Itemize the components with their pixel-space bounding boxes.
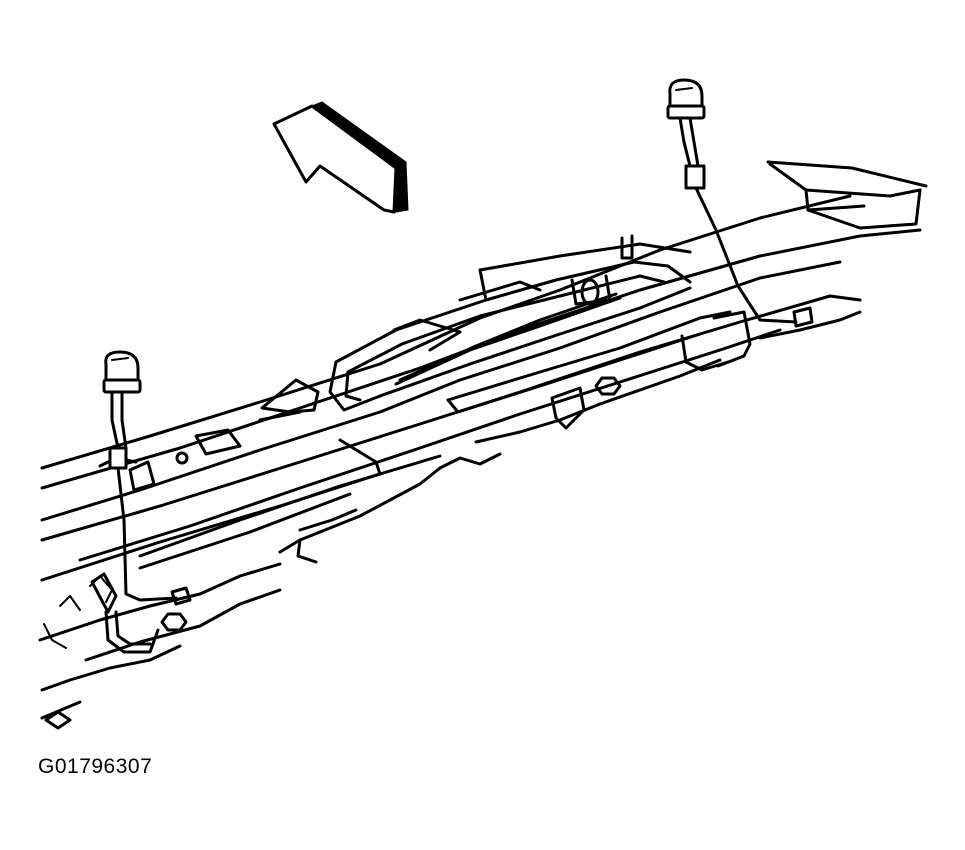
forward-arrow-icon (272, 101, 409, 214)
lamp-bulb-icon (666, 78, 706, 120)
figure-id-label: G01796307 (38, 755, 153, 778)
left-lamp-assembly (90, 350, 178, 654)
lamp-bulb-icon (102, 350, 142, 394)
panel-body (38, 160, 928, 730)
right-lamp-assembly (666, 78, 798, 324)
